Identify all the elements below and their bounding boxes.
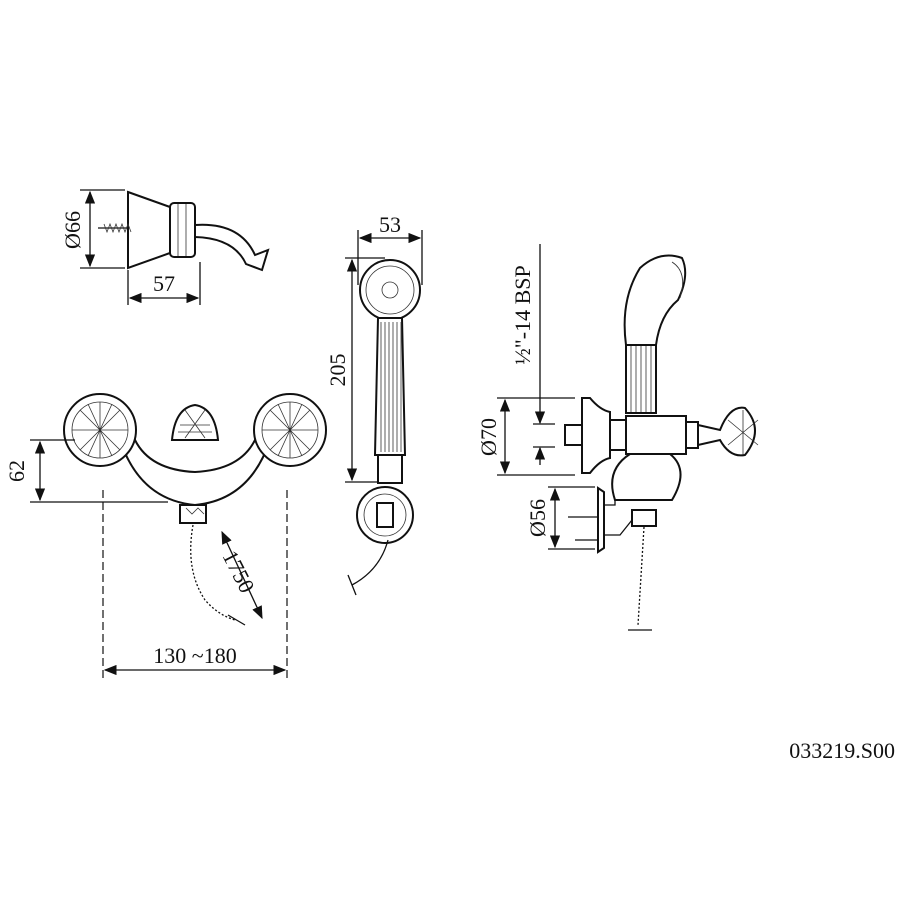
mixer-front-view: 62 1750 130 ~180 [4, 393, 327, 680]
mixer-side-view: Ø70 ½"-14 BSP Ø56 [476, 244, 759, 631]
handshower-length-label: 205 [325, 354, 350, 387]
handshower-width-label: 53 [379, 212, 401, 237]
flange-diameter-label: Ø70 [476, 418, 501, 456]
thread-label: ½"-14 BSP [510, 265, 535, 364]
bracket-depth-label: 57 [153, 271, 175, 296]
holder-diameter-label: Ø56 [525, 499, 550, 537]
bracket-diameter-label: Ø66 [60, 211, 85, 249]
mixer-height-label: 62 [4, 460, 29, 482]
hose-length-label: 1750 [218, 546, 260, 597]
wall-bracket-view: Ø66 57 [60, 189, 270, 305]
hand-shower-view: 53 205 [325, 212, 423, 596]
center-distance-label: 130 ~180 [153, 643, 236, 668]
product-code: 033219.S00 [789, 738, 895, 763]
